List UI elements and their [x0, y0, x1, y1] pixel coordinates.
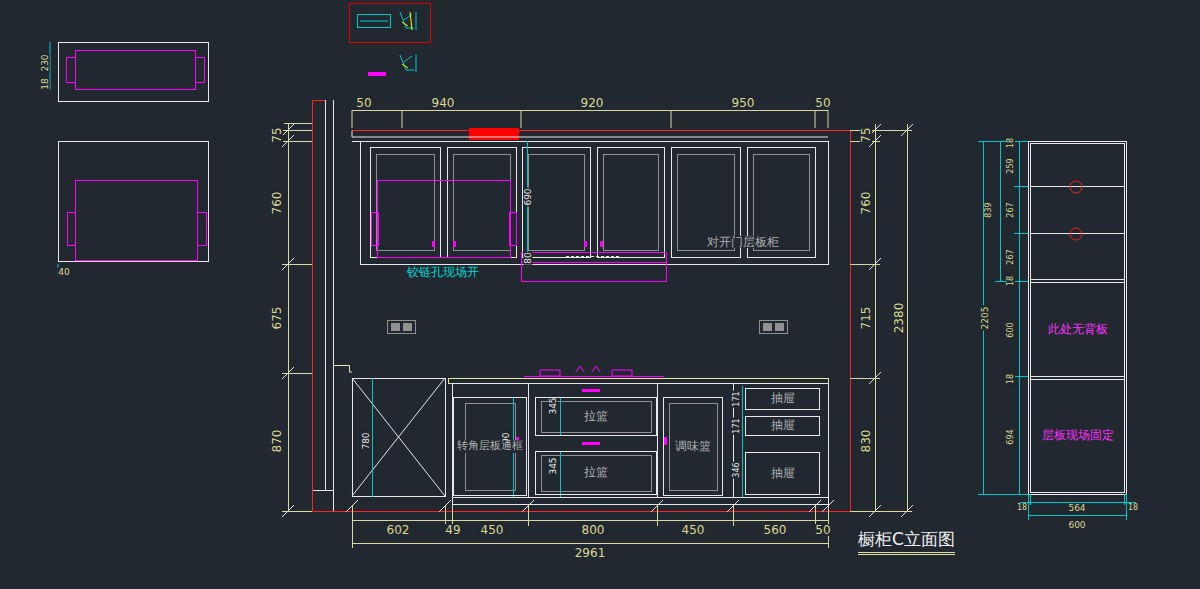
- dimension-value: 780: [362, 431, 371, 450]
- dimension-value: 345: [549, 456, 558, 475]
- dimension-value: 920: [580, 97, 605, 109]
- dimension-value: 564: [1067, 504, 1086, 513]
- panel-label: 层板现场固定: [1041, 429, 1115, 442]
- panel-label: 抽屉: [770, 467, 796, 480]
- dimension-value: 450: [681, 524, 706, 536]
- dimension-value: 2205: [981, 306, 990, 331]
- dimension-value: 600: [1007, 321, 1015, 338]
- dimension-value: 171: [733, 390, 741, 407]
- cabinet-panel: 此处无背板: [1031, 283, 1124, 376]
- cabinet-panel: 抽屉: [745, 388, 820, 410]
- dimension-value: 345: [549, 396, 558, 415]
- panel-label: 抽屉: [770, 419, 796, 432]
- dimension-value: 49: [444, 524, 461, 536]
- dimension-value: 171: [733, 417, 741, 434]
- panel-label: 拉篮: [583, 410, 609, 423]
- dimension-value: 18: [1127, 504, 1139, 512]
- dimension-value: 675: [271, 306, 283, 331]
- dimension-value: 760: [271, 191, 283, 216]
- dimension-value: 267: [1007, 201, 1015, 218]
- dimension-value: 75: [271, 126, 283, 143]
- dimension-value: 40: [57, 268, 70, 277]
- dimension-value: 18: [1007, 373, 1015, 385]
- note-text: 铰链孔现场开: [406, 266, 480, 278]
- dimension-value: 2961: [574, 547, 607, 559]
- dimension-value: 560: [763, 524, 788, 536]
- panel-label: 调味篮: [674, 440, 712, 453]
- dimension-value: 715: [860, 306, 872, 331]
- note-text: 对开门层板柜: [706, 236, 780, 248]
- panel-label: 抽屉: [770, 392, 796, 405]
- cabinet-panel: 层板现场固定: [1031, 380, 1124, 492]
- panel-label: 拉篮: [583, 466, 609, 479]
- dimension-value: 2380: [893, 302, 905, 335]
- dimension-value: 18: [1007, 137, 1015, 149]
- dimension-value: 940: [431, 97, 456, 109]
- cabinet-panel: 拉篮: [535, 397, 657, 436]
- dimension-value: 760: [860, 191, 872, 216]
- dimension-value: 18: [41, 77, 50, 90]
- cabinet-panel: 转角层板通框: [453, 397, 527, 496]
- dimension-value: 80: [524, 251, 533, 264]
- dimension-value: 950: [731, 97, 756, 109]
- dimension-value: 346: [733, 461, 741, 478]
- dimension-value: 230: [41, 53, 50, 72]
- dimension-value: 50: [355, 97, 372, 109]
- panel-label: 转角层板通框: [456, 440, 524, 452]
- cabinet-panel: 调味篮: [663, 397, 723, 496]
- dimension-value: 870: [271, 429, 283, 454]
- dimension-value: 18: [1007, 275, 1015, 287]
- drawing-title: 橱柜C立面图: [858, 528, 955, 555]
- dimension-value: 75: [860, 126, 872, 143]
- cabinet-panel: 拉篮: [535, 451, 657, 495]
- dimension-value: 839: [985, 201, 993, 218]
- dimension-value: 602: [386, 524, 411, 536]
- dimension-value: 600: [1067, 521, 1086, 530]
- dimension-value: 259: [1007, 157, 1015, 174]
- dimension-value: 18: [1016, 504, 1028, 512]
- dimension-value: 690: [524, 187, 533, 206]
- panel-label: 此处无背板: [1047, 323, 1109, 336]
- dimension-value: 50: [814, 524, 831, 536]
- dimension-value: 50: [814, 97, 831, 109]
- dimension-value: 450: [480, 524, 505, 536]
- dimension-value: 800: [581, 524, 606, 536]
- dimension-value: 830: [860, 429, 872, 454]
- cabinet-panel: 抽屉: [745, 416, 820, 436]
- cabinet-panel: 抽屉: [745, 452, 820, 495]
- dimension-value: 694: [1007, 428, 1015, 445]
- dimension-value: 267: [1007, 248, 1015, 265]
